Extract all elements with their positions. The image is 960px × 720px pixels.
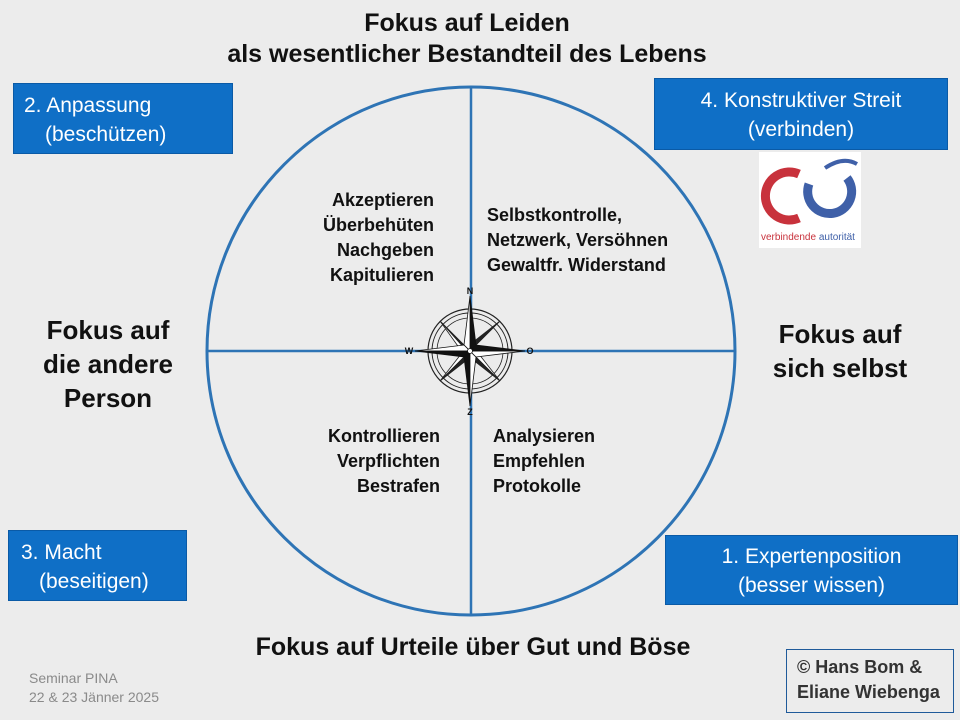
logo-caption: verbindende autorität	[761, 232, 855, 243]
compass-north: N	[467, 286, 474, 296]
top-title-line1: Fokus auf Leiden	[364, 9, 570, 37]
box-experten-sub: (besser wissen)	[737, 574, 886, 597]
quadrant-item: Akzeptieren	[331, 190, 434, 210]
quadrant-item: Analysieren	[493, 426, 596, 446]
box-macht-title: 3. Macht	[21, 541, 102, 564]
top-title: Fokus auf Leiden als wesentlicher Bestan…	[0, 8, 934, 70]
box-streit-title: 4. Konstruktiver Streit	[700, 89, 902, 112]
quadrant-item: Nachgeben	[336, 240, 434, 260]
box-konstruktiver-streit: 4. Konstruktiver Streit (verbinden)	[654, 78, 948, 150]
box-experten-title: 1. Expertenposition	[721, 545, 902, 568]
right-label-line1: Fokus auf	[778, 319, 902, 349]
box-macht: 3. Macht (beseitigen)	[8, 530, 187, 601]
quadrant-item: Netzwerk, Versöhnen	[487, 230, 669, 250]
quadrant-item: Bestrafen	[356, 476, 440, 496]
quadrant-item: Kapitulieren	[329, 265, 434, 285]
logo-rings-icon	[760, 158, 858, 225]
left-label-line1: Fokus auf	[46, 315, 170, 345]
right-label-line2: sich selbst	[772, 353, 908, 383]
copyright-line1: © Hans Bom &	[797, 657, 923, 677]
box-macht-sub: (beseitigen)	[39, 570, 149, 593]
copyright-line2: Eliane Wiebenga	[797, 682, 940, 702]
box-streit-sub: (verbinden)	[747, 118, 855, 141]
bottom-title: Fokus auf Urteile über Gut und Böse	[255, 633, 691, 661]
compass-rose-icon: N Z W O	[405, 286, 534, 416]
box-anpassung-title: 2. Anpassung	[24, 94, 152, 117]
logo-caption-part1: verbindende	[761, 232, 819, 243]
box-anpassung-sub: (beschützen)	[45, 123, 167, 146]
copyright-box: © Hans Bom & Eliane Wiebenga	[786, 649, 954, 713]
right-focus-label: Fokus auf sich selbst	[750, 317, 930, 385]
left-focus-label: Fokus auf die andere Person	[18, 313, 198, 415]
seminar-note: Seminar PINA 22 & 23 Jänner 2025	[29, 669, 159, 707]
left-label-line2: die andere	[42, 349, 174, 379]
left-label-line3: Person	[63, 383, 153, 413]
quadrant-bottom-left: Kontrollieren Verpflichten Bestrafen	[328, 424, 440, 499]
compass-east: O	[526, 346, 533, 356]
quadrant-top-left: Akzeptieren Überbehüten Nachgeben Kapitu…	[323, 188, 434, 288]
quadrant-item: Protokolle	[493, 476, 582, 496]
quadrant-bottom-right: Analysieren Empfehlen Protokolle	[493, 424, 595, 499]
compass-south: Z	[467, 407, 473, 416]
box-anpassung: 2. Anpassung (beschützen)	[13, 83, 233, 154]
quadrant-item: Selbstkontrolle,	[487, 205, 623, 225]
seminar-note-line1: Seminar PINA	[29, 670, 118, 686]
box-expertenposition: 1. Expertenposition (besser wissen)	[665, 535, 958, 605]
quadrant-item: Verpflichten	[336, 451, 440, 471]
quadrant-item: Kontrollieren	[327, 426, 440, 446]
verbindende-autoritaet-logo: verbindende autorität	[759, 152, 861, 248]
quadrant-item: Empfehlen	[493, 451, 586, 471]
quadrant-item: Gewaltfr. Widerstand	[487, 255, 666, 275]
compass-west: W	[405, 346, 414, 356]
top-title-line2: als wesentlicher Bestandteil des Lebens	[227, 40, 707, 68]
logo-caption-part2: autorität	[818, 232, 855, 243]
quadrant-top-right: Selbstkontrolle, Netzwerk, Versöhnen Gew…	[487, 203, 668, 278]
seminar-note-line2: 22 & 23 Jänner 2025	[29, 689, 159, 705]
quadrant-item: Überbehüten	[322, 215, 434, 235]
